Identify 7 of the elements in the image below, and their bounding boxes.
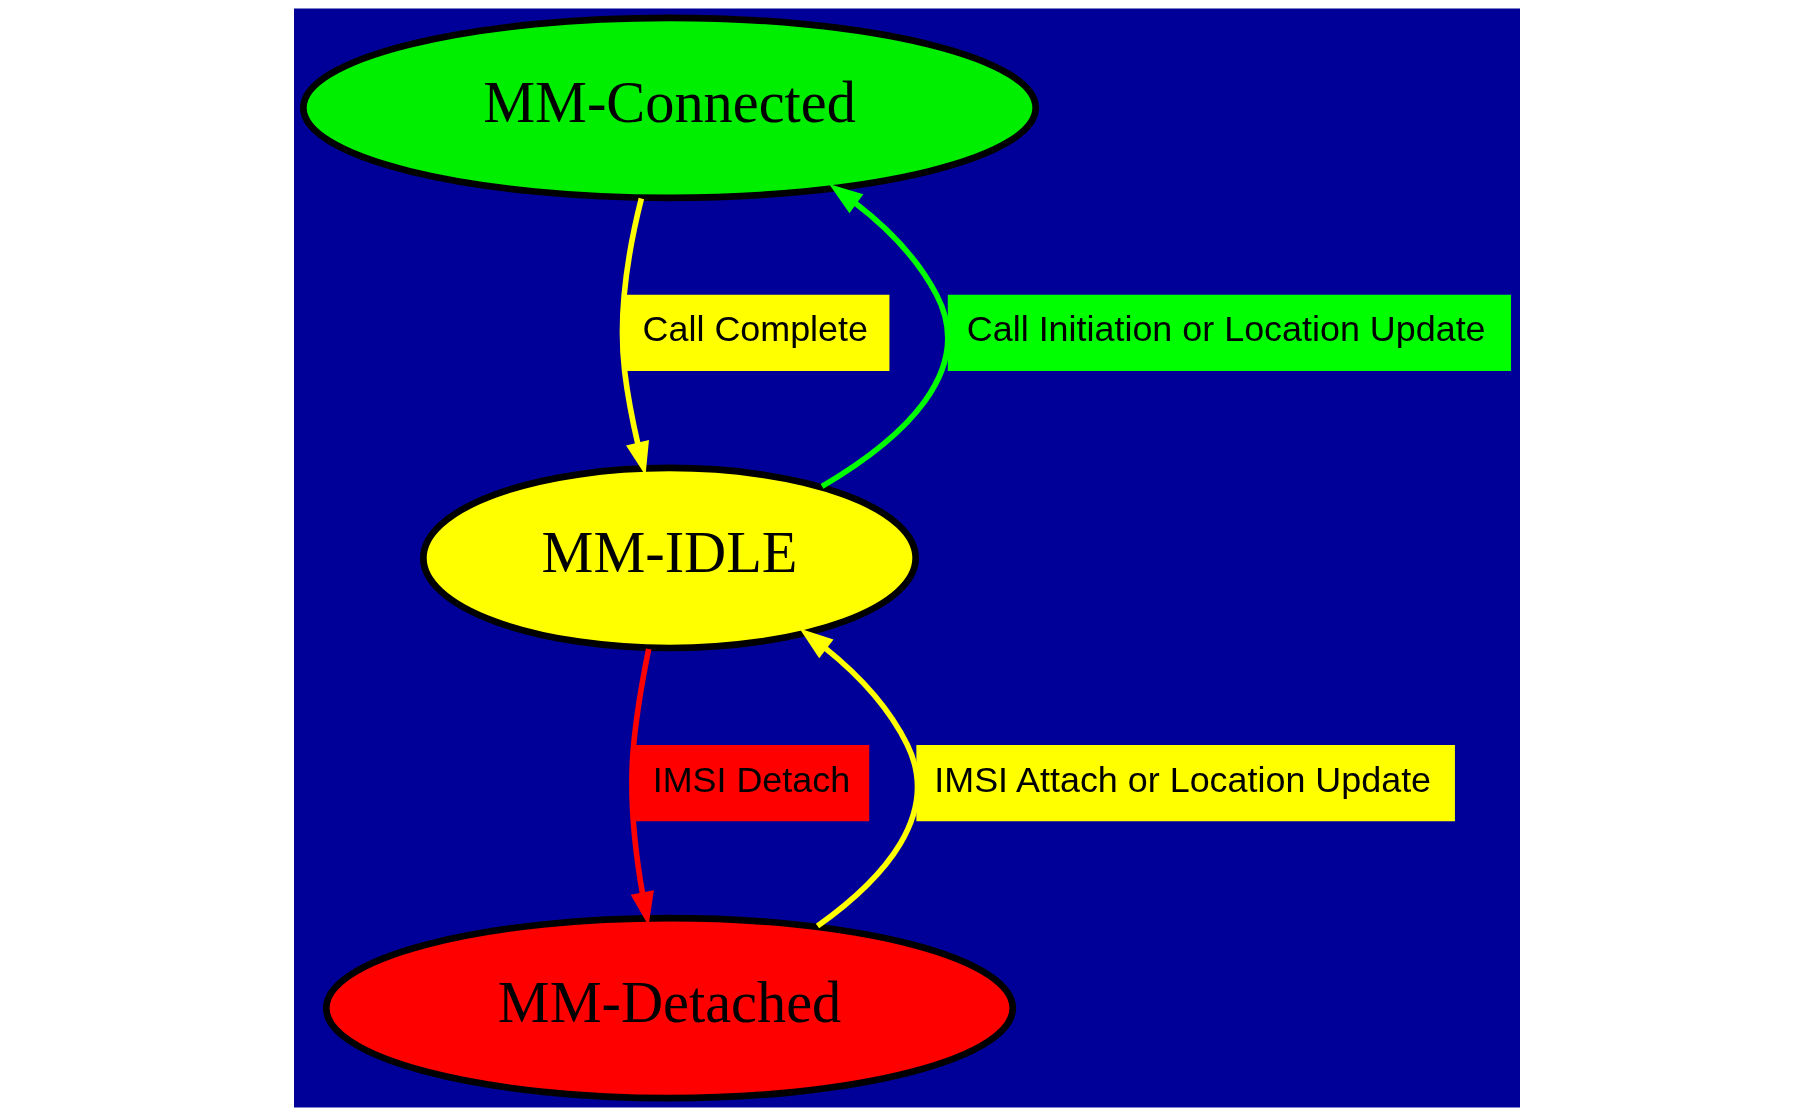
edge-label: IMSI Detach	[652, 759, 851, 800]
edge-label: Call Initiation or Location Update	[966, 309, 1486, 350]
edge-label: IMSI Attach or Location Update	[934, 759, 1432, 800]
node-ellipse: MM-Detached	[322, 914, 1017, 1102]
node-ellipse: MM-Connected	[299, 14, 1040, 202]
edge-label: Call Complete	[642, 309, 868, 350]
node-ellipse: MM-IDLE	[420, 464, 920, 652]
